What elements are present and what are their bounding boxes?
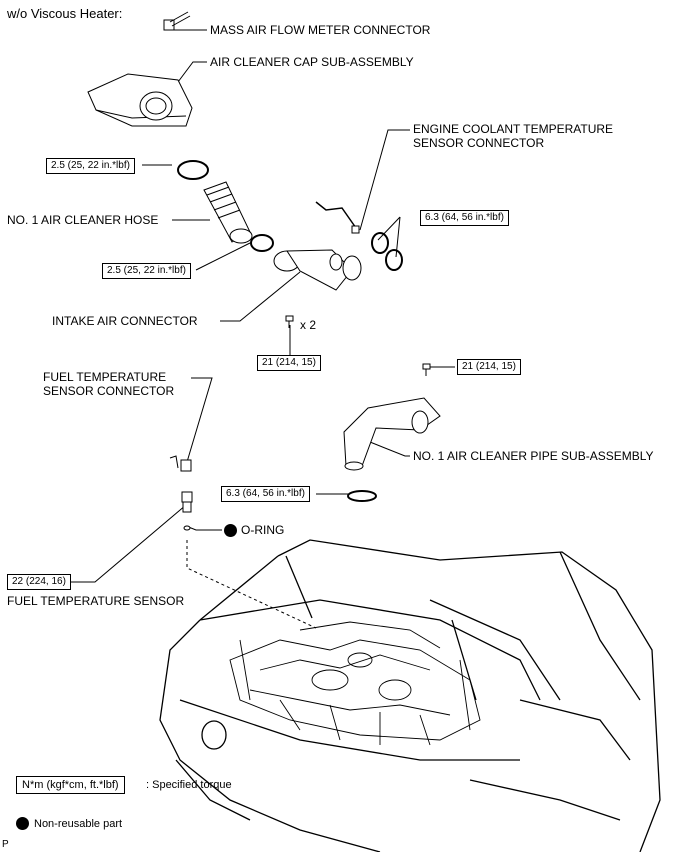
label-o-ring: O-RING xyxy=(241,523,285,537)
label-ect-connector-1: ENGINE COOLANT TEMPERATURE xyxy=(413,122,614,136)
label-air-cleaner-hose: NO. 1 AIR CLEANER HOSE xyxy=(7,213,159,227)
bolt-intake xyxy=(285,315,294,328)
air-cleaner-hose-part xyxy=(203,181,253,244)
legend-torque-desc: : Specified torque xyxy=(146,779,232,791)
label-air-cleaner-pipe: NO. 1 AIR CLEANER PIPE SUB-ASSEMBLY xyxy=(413,449,654,463)
label-maf-connector: MASS AIR FLOW METER CONNECTOR xyxy=(210,23,431,37)
clamp-right-1 xyxy=(371,232,389,254)
torque-bolt-intake: 21 (214, 15) xyxy=(257,355,321,371)
intake-air-connector-part xyxy=(273,249,362,291)
label-bolt-qty: x 2 xyxy=(300,318,317,332)
torque-clamp-right: 6.3 (64, 56 in.*lbf) xyxy=(420,210,509,226)
label-ect-connector-2: SENSOR CONNECTOR xyxy=(413,136,545,150)
torque-sensor: 22 (224, 16) xyxy=(7,574,71,590)
header-title: w/o Viscous Heater: xyxy=(7,6,123,21)
label-fuel-temp-sensor: FUEL TEMPERATURE SENSOR xyxy=(7,594,185,608)
hose-clamp-upper xyxy=(177,160,209,180)
torque-bolt-pipe: 21 (214, 15) xyxy=(457,359,521,375)
label-air-cleaner-cap: AIR CLEANER CAP SUB-ASSEMBLY xyxy=(210,55,414,69)
o-ring-part xyxy=(183,525,191,531)
maf-connector-part xyxy=(163,11,191,31)
ect-connector-wire xyxy=(315,201,357,229)
clamp-right-2 xyxy=(385,249,403,271)
legend-torque-box: N*m (kgf*cm, ft.*lbf) xyxy=(16,776,125,794)
torque-clamp-upper: 2.5 (25, 22 in.*lbf) xyxy=(46,158,135,174)
nonreusable-icon-o-ring xyxy=(224,524,237,537)
torque-clamp-pipe: 6.3 (64, 56 in.*lbf) xyxy=(221,486,310,502)
footer-code: P xyxy=(2,839,9,850)
legend-nonreusable: Non-reusable part xyxy=(34,818,123,830)
air-cleaner-cap-part xyxy=(87,73,193,127)
fuel-temp-connector-part xyxy=(169,455,192,472)
nonreusable-legend-icon xyxy=(16,817,29,830)
hose-clamp-lower xyxy=(250,234,274,252)
engine-components xyxy=(229,621,481,746)
fuel-temp-sensor-part xyxy=(181,491,193,513)
air-cleaner-pipe-part xyxy=(343,397,441,471)
bolt-pipe xyxy=(422,363,431,376)
pipe-clamp xyxy=(347,490,377,502)
label-intake-air-connector: INTAKE AIR CONNECTOR xyxy=(52,314,198,328)
label-fuel-temp-connector-2: SENSOR CONNECTOR xyxy=(43,384,175,398)
label-fuel-temp-connector-1: FUEL TEMPERATURE xyxy=(43,370,167,384)
torque-clamp-lower: 2.5 (25, 22 in.*lbf) xyxy=(102,263,191,279)
vehicle-outline xyxy=(159,539,661,852)
